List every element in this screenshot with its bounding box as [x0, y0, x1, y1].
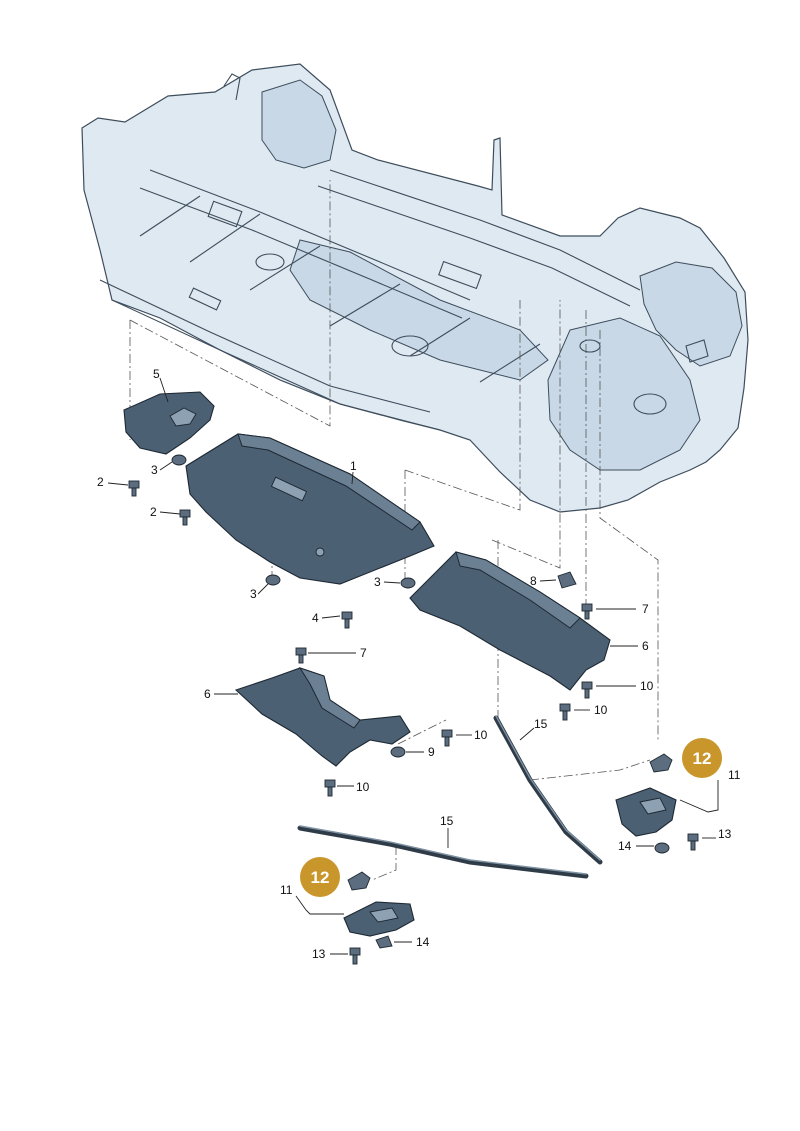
callout-14a: 14 [618, 839, 632, 853]
nut-9 [390, 746, 406, 758]
nut-3b [265, 574, 281, 586]
callout-10b: 10 [594, 703, 608, 717]
clip-14a [654, 842, 670, 854]
callout-10d: 10 [356, 780, 370, 794]
callout-11b: 11 [280, 883, 293, 897]
bolt-10d [324, 779, 336, 797]
fasteners [128, 454, 699, 965]
bolt-10b [559, 703, 571, 721]
bolt-2a [128, 480, 140, 497]
bolt-10c [441, 729, 453, 747]
callout-7a: 7 [642, 602, 649, 616]
badge-12-right: 12 [682, 738, 722, 778]
nut-3c [400, 577, 416, 589]
clip-8 [557, 571, 577, 589]
part-15-sealing-strips [297, 715, 603, 879]
callout-2b: 2 [150, 505, 157, 519]
part-5-front-shield [123, 391, 215, 455]
callout-13a: 13 [718, 827, 732, 841]
callout-6a: 6 [642, 639, 649, 653]
callout-10a: 10 [640, 679, 654, 693]
callout-9: 9 [428, 745, 435, 759]
callout-14b: 14 [416, 935, 430, 949]
callout-6b: 6 [204, 687, 211, 701]
bolt-13b [349, 947, 361, 965]
bolt-13a [687, 833, 699, 851]
callout-11a: 11 [728, 768, 741, 782]
callout-15b: 15 [440, 814, 454, 828]
callout-7b: 7 [360, 646, 367, 660]
callout-13b: 13 [312, 947, 326, 961]
assembly-guide-lines [129, 180, 659, 881]
callout-leaders [107, 377, 719, 955]
clip-14b [375, 935, 393, 949]
badge-12-left-label: 12 [311, 868, 330, 887]
callout-3b: 3 [250, 587, 257, 601]
callout-5: 5 [153, 367, 160, 381]
bolt-7b [295, 647, 307, 664]
bolt-10a [581, 681, 593, 699]
part-6-rear-shield-right [409, 551, 611, 691]
part-12-clip-left [347, 871, 371, 891]
badge-12-left: 12 [300, 857, 340, 897]
bolt-4 [341, 611, 353, 629]
callout-8: 8 [530, 574, 537, 588]
callout-2a: 2 [97, 475, 104, 489]
callout-4: 4 [312, 611, 319, 625]
part-11-bracket-right [615, 787, 677, 837]
nut-3a [171, 454, 187, 466]
callout-labels: 5 1 2 2 3 3 3 4 8 7 6 10 10 7 6 10 9 10 … [97, 367, 741, 961]
badge-12-right-label: 12 [693, 749, 712, 768]
callout-3c: 3 [374, 575, 381, 589]
bolt-2b [179, 509, 191, 526]
callout-15a: 15 [534, 717, 548, 731]
part-6-rear-shield-left [234, 667, 411, 767]
part-11-bracket-left [343, 901, 415, 937]
vehicle-underbody [81, 63, 749, 513]
part-1-underbody-panel [185, 433, 435, 585]
callout-1: 1 [350, 459, 357, 473]
bolt-7a [581, 603, 593, 620]
part-12-clip-right [649, 753, 673, 773]
callout-3a: 3 [151, 463, 158, 477]
callout-10c: 10 [474, 728, 488, 742]
